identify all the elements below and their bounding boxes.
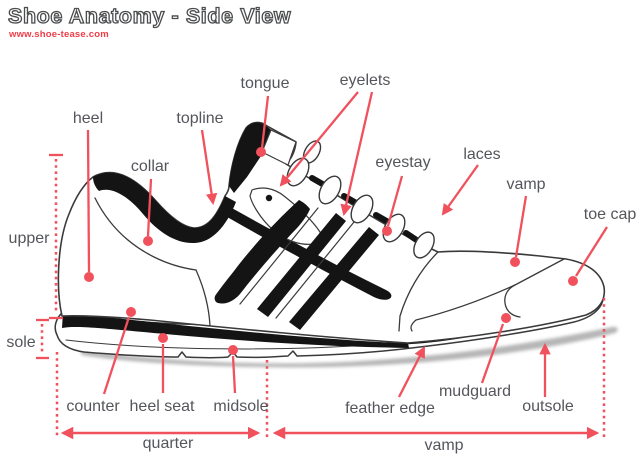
label-laces: laces	[463, 146, 501, 163]
pointer-eyelets-a	[279, 91, 359, 187]
label-eyestay: eyestay	[375, 154, 431, 171]
rand-band	[62, 312, 409, 348]
pointer-topline	[200, 129, 218, 206]
label-heel: heel	[72, 110, 104, 127]
pointer-tongue	[256, 95, 270, 157]
measure-sole	[36, 318, 49, 360]
pointer-heel	[84, 129, 94, 282]
pointer-heel-seat	[158, 333, 168, 393]
side-stripe-2	[257, 213, 346, 317]
pointer-feather-edge	[397, 346, 426, 398]
eyelet-dot	[265, 194, 273, 202]
label-toe-cap: toe cap	[583, 206, 637, 223]
side-stripe-thin-2	[275, 221, 355, 319]
pointer-eyestay	[382, 175, 404, 236]
label-collar: collar	[130, 158, 170, 175]
label-mudguard: mudguard	[438, 383, 512, 400]
pointer-mudguard	[480, 313, 511, 384]
measure-reference-lines	[55, 298, 606, 438]
pointer-midsole	[228, 345, 238, 394]
label-vamp-top: vamp	[506, 176, 546, 193]
mudguard-seam	[410, 284, 516, 332]
pointer-eyelets-b	[340, 91, 374, 217]
label-topline: topline	[176, 110, 224, 127]
label-feather-edge: feather edge	[345, 400, 435, 417]
side-stripe-thin-1	[239, 207, 319, 305]
label-eyelets: eyelets	[339, 72, 391, 89]
label-outsole: outsole	[522, 398, 574, 415]
label-midsole: midsole	[213, 398, 269, 415]
label-sole: sole	[6, 334, 36, 351]
label-heel-seat: heel seat	[129, 398, 195, 415]
label-tongue: tongue	[240, 75, 290, 92]
collar-band	[93, 172, 236, 244]
website-watermark: www.shoe-tease.com	[9, 29, 109, 40]
label-quarter: quarter	[142, 435, 194, 452]
page-title: Shoe Anatomy - Side View	[7, 3, 292, 28]
side-stripe-3	[289, 227, 379, 330]
vamp-seam	[398, 251, 439, 332]
pointer-toe-cap	[568, 226, 608, 286]
tongue-label-patch	[261, 129, 297, 166]
label-counter: counter	[66, 398, 120, 415]
pointer-vamp	[510, 195, 528, 267]
heel-seam	[94, 197, 197, 271]
annotation-overlay	[36, 91, 608, 440]
label-upper: upper	[8, 230, 50, 247]
shoe-shadow	[80, 326, 618, 368]
pointer-counter	[102, 307, 136, 395]
label-vamp-bottom: vamp	[424, 437, 464, 454]
quarter-seam	[195, 269, 211, 327]
side-stripe-1	[214, 200, 310, 304]
pointer-laces	[441, 164, 479, 216]
pointer-collar	[143, 178, 153, 246]
measure-upper	[49, 153, 63, 320]
shoe-illustration	[54, 121, 618, 368]
toe-cap-seam	[504, 258, 565, 318]
